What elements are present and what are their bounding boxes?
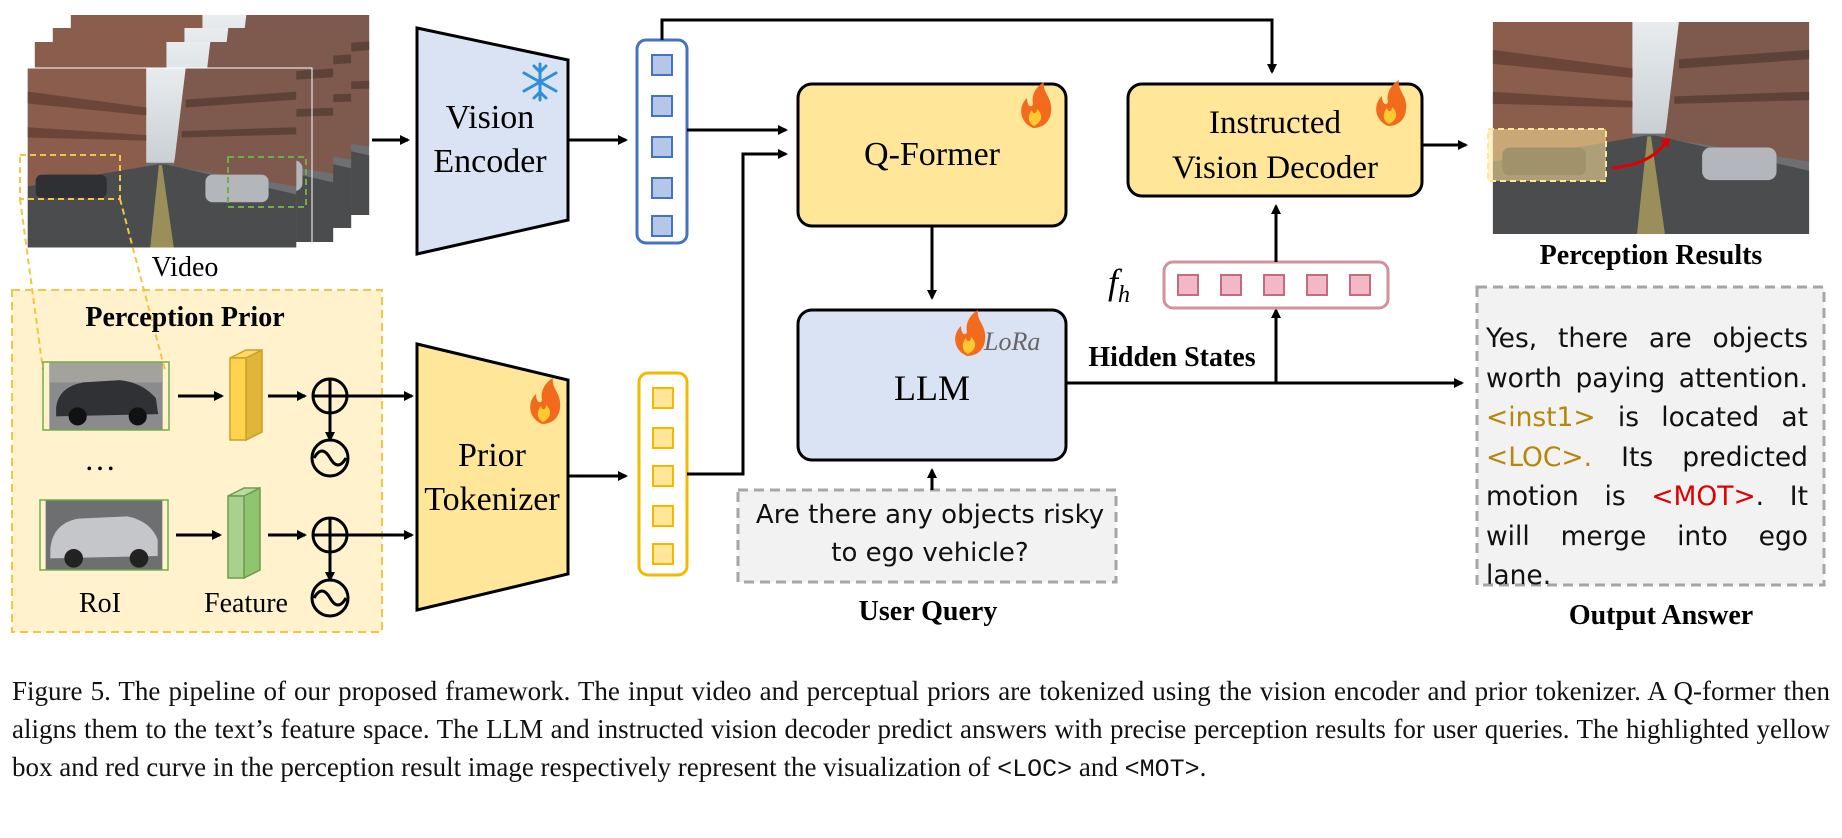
caption-mot-token: <MOT> bbox=[1124, 755, 1200, 784]
feature-label: Feature bbox=[204, 588, 288, 619]
lora-label: LoRa bbox=[983, 327, 1040, 356]
roi-image-2 bbox=[39, 499, 169, 571]
caption-loc-token: <LOC> bbox=[997, 755, 1073, 784]
fh-label: fh bbox=[1108, 262, 1130, 308]
loc-highlight-box bbox=[1487, 128, 1607, 182]
pipeline-diagram: Video Perception Prior … bbox=[11, 15, 1826, 633]
feature-block-yellow bbox=[229, 348, 263, 442]
caption-and: and bbox=[1078, 752, 1118, 782]
ellipsis: … bbox=[84, 441, 116, 477]
answer-part-1: Yes, there are objects worth paying atte… bbox=[1486, 323, 1808, 394]
decoder-label-1: Instructed bbox=[1209, 105, 1341, 141]
prior-tokenizer-label-1: Prior bbox=[458, 437, 527, 474]
llm-label: LLM bbox=[894, 368, 970, 408]
mot-arrowhead bbox=[1660, 138, 1670, 148]
mot-curve bbox=[1611, 141, 1668, 170]
sine-icon bbox=[310, 578, 350, 618]
prior-tokenizer bbox=[415, 342, 570, 612]
caption-end: . bbox=[1199, 752, 1207, 782]
output-answer-box bbox=[1475, 285, 1826, 587]
fire-icon bbox=[530, 378, 561, 424]
vision-encoder-label-1: Vision bbox=[446, 99, 535, 136]
hidden-state-tokens bbox=[1162, 260, 1390, 310]
q-former-label: Q-Former bbox=[864, 136, 1001, 173]
prior-tokenizer-label-2: Tokenizer bbox=[424, 481, 560, 518]
fire-icon bbox=[1376, 80, 1407, 126]
perception-results-title: Perception Results bbox=[1540, 240, 1763, 271]
video-frame-front bbox=[11, 67, 313, 249]
oplus-icon bbox=[311, 516, 349, 554]
caption-text: Figure 5. The pipeline of our proposed f… bbox=[12, 676, 1830, 782]
video-frames bbox=[11, 15, 370, 249]
mot-token: <MOT> bbox=[1651, 481, 1756, 512]
oplus-icon bbox=[311, 377, 349, 415]
perception-prior-panel bbox=[11, 289, 383, 633]
inst-token: <inst1> bbox=[1486, 402, 1596, 433]
hidden-states-label: Hidden States bbox=[1088, 342, 1255, 373]
answer-part-4: . It will merge into ego lane. bbox=[1486, 481, 1808, 591]
llm bbox=[796, 308, 1068, 462]
user-query-box bbox=[736, 488, 1118, 584]
roi-box-yellow bbox=[19, 154, 121, 200]
roi-label: RoI bbox=[79, 588, 121, 619]
figure-caption: Figure 5. The pipeline of our proposed f… bbox=[12, 672, 1830, 789]
answer-part-3: Its predicted motion is bbox=[1486, 441, 1808, 513]
fire-icon bbox=[955, 310, 986, 356]
fire-icon bbox=[1021, 82, 1052, 128]
user-query-title: User Query bbox=[859, 596, 998, 627]
feature-block-green bbox=[227, 486, 261, 580]
output-answer-title: Output Answer bbox=[1569, 600, 1753, 631]
arrow-vision-tokens-decoder bbox=[660, 18, 1277, 74]
answer-part-2: is located at bbox=[1617, 402, 1808, 433]
roi-image-1 bbox=[42, 361, 170, 431]
sine-icon bbox=[310, 438, 350, 478]
instructed-vision-decoder bbox=[1126, 82, 1424, 198]
video-label: Video bbox=[152, 252, 219, 283]
vision-encoder bbox=[415, 26, 570, 256]
roi-link-left bbox=[19, 198, 44, 371]
roi-box-green bbox=[227, 156, 307, 208]
decoder-label-2: Vision Decoder bbox=[1172, 150, 1378, 186]
snowflake-icon bbox=[522, 62, 558, 102]
vision-tokens bbox=[635, 38, 689, 245]
prior-tokens bbox=[637, 371, 689, 577]
user-query-text: Are there any objects risky to ego vehic… bbox=[755, 500, 1105, 568]
arrow-prior-tokens-qformer bbox=[687, 149, 788, 476]
perception-result-image bbox=[1487, 22, 1810, 234]
loc-token: <LOC>. bbox=[1486, 441, 1593, 473]
vision-encoder-label-2: Encoder bbox=[433, 143, 547, 180]
perception-prior-title: Perception Prior bbox=[85, 302, 284, 333]
output-answer-text: Yes, there are objects worth paying atte… bbox=[1486, 319, 1808, 596]
